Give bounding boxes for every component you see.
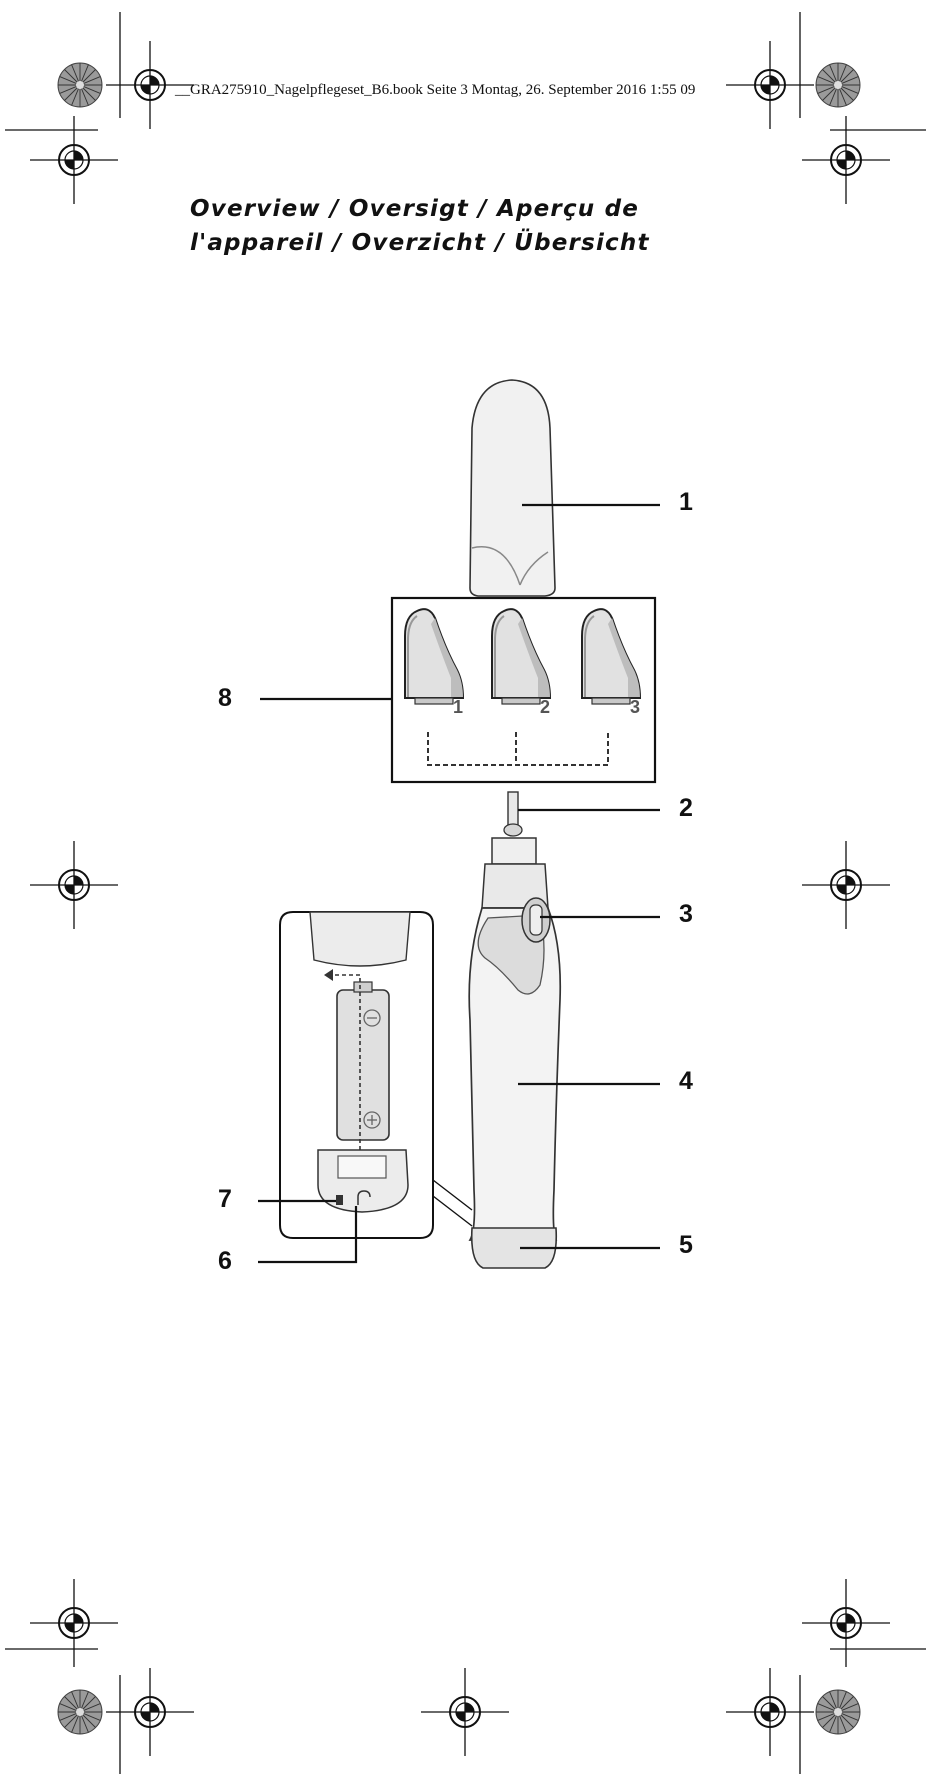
- callout-number: 2: [679, 794, 693, 822]
- device: [468, 791, 660, 1269]
- color-wheel-icon: [815, 62, 861, 108]
- registration-mark-icon: [105, 1667, 195, 1757]
- registration-mark-icon: [29, 840, 119, 930]
- print-slug: __GRA275910_Nagelpflegeset_B6.book Seite…: [175, 82, 696, 98]
- callout-number: 3: [679, 900, 693, 928]
- attachments-box: [260, 596, 657, 784]
- registration-mark-icon: [105, 40, 195, 130]
- callout-number: 1: [679, 488, 693, 516]
- registration-mark-icon: [725, 40, 815, 130]
- callout-number: 5: [679, 1231, 693, 1259]
- registration-mark-icon: [29, 115, 119, 205]
- registration-mark-icon: [420, 1667, 510, 1757]
- callout-number: 8: [218, 684, 232, 712]
- battery-compartment-inset: [258, 911, 473, 1264]
- callout-number: 7: [218, 1185, 232, 1213]
- attachment-number: 2: [540, 697, 550, 717]
- color-wheel-icon: [57, 1689, 103, 1735]
- registration-mark-icon: [29, 1578, 119, 1668]
- color-wheel-icon: [57, 62, 103, 108]
- registration-mark-icon: [725, 1667, 815, 1757]
- page-title-line-2: l'appareil / Overzicht / Übersicht: [190, 230, 650, 256]
- attachment-number: 1: [453, 697, 463, 717]
- registration-mark-icon: [801, 115, 891, 205]
- color-wheel-icon: [815, 1689, 861, 1735]
- callout-number: 6: [218, 1247, 232, 1275]
- callout-number: 4: [679, 1067, 693, 1095]
- page-title-line-1: Overview / Oversigt / Aperçu de: [190, 196, 640, 222]
- registration-mark-icon: [801, 1578, 891, 1668]
- registration-mark-icon: [801, 840, 891, 930]
- protective-cap: [469, 379, 660, 597]
- attachment-number: 3: [630, 697, 640, 717]
